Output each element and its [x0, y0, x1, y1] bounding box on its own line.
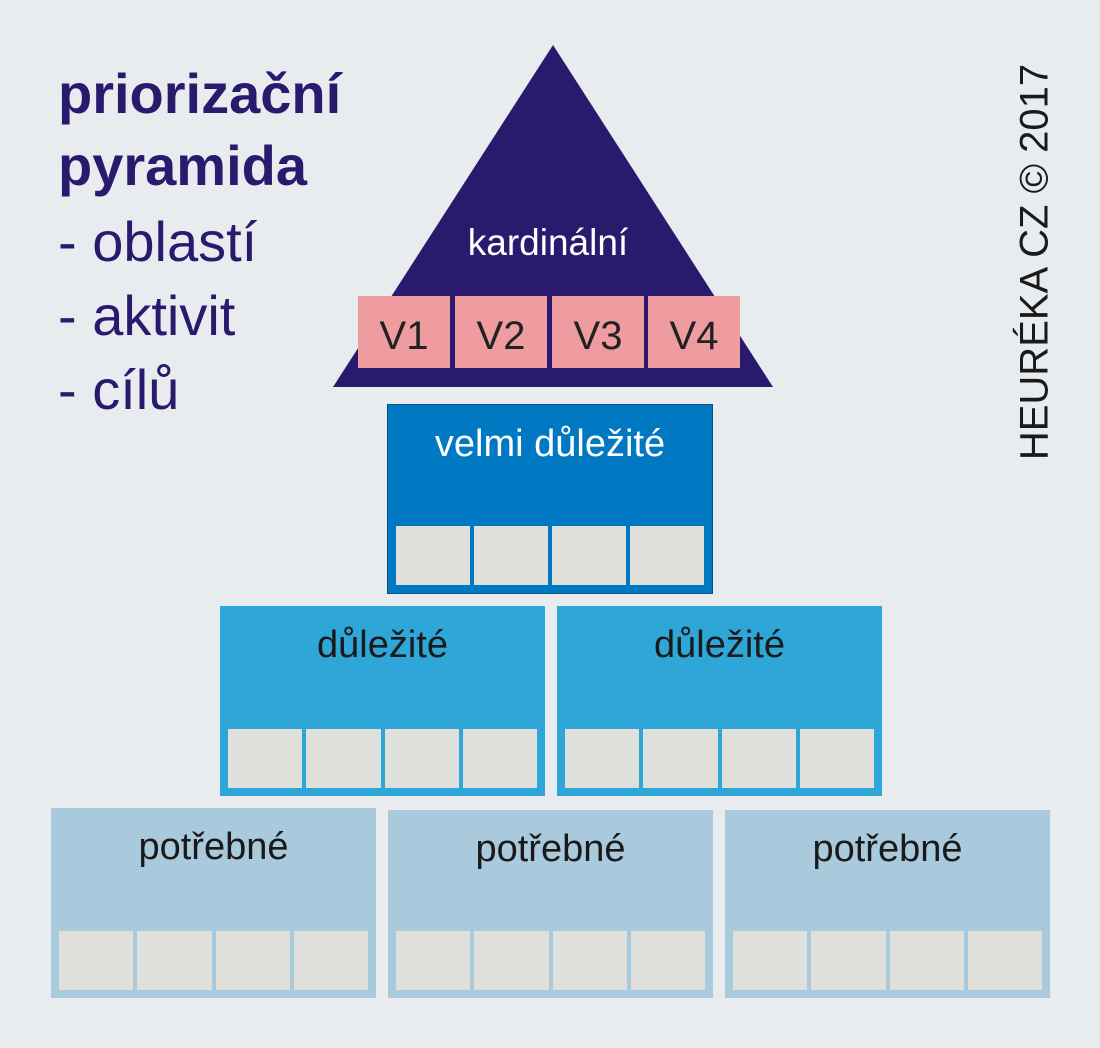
tier-needed-1: potřebné — [51, 808, 376, 998]
cell — [630, 526, 704, 585]
cell — [811, 931, 886, 990]
cell-row — [396, 526, 704, 585]
cell — [396, 526, 470, 585]
cell — [384, 729, 459, 788]
cell — [462, 729, 537, 788]
cell — [474, 526, 548, 585]
tier-important-2: důležité — [557, 606, 882, 796]
title-item-1: - oblastí — [58, 210, 258, 273]
cell-row — [59, 931, 368, 990]
cell — [721, 729, 796, 788]
value-box-v3: V3 — [552, 296, 644, 368]
title-item-3: - cílů — [58, 358, 180, 421]
tier-very-important: velmi důležité — [387, 404, 713, 594]
cell — [137, 931, 212, 990]
cell-row — [396, 931, 705, 990]
tier-label: velmi důležité — [434, 423, 666, 465]
tier-label: potřebné — [475, 828, 626, 870]
copyright-text: HEURÉKA CZ © 2017 — [1012, 63, 1057, 461]
cell — [306, 729, 381, 788]
cell — [59, 931, 134, 990]
tier-label: potřebné — [812, 828, 963, 870]
cell — [396, 931, 471, 990]
value-box-v1: V1 — [358, 296, 450, 368]
cell — [630, 931, 705, 990]
cell — [215, 931, 290, 990]
title-item-2: - aktivit — [58, 284, 236, 347]
cell — [733, 931, 808, 990]
title-bold-2: pyramida — [58, 134, 307, 197]
tier-label: důležité — [317, 624, 448, 666]
title-line-1: priorizační — [58, 58, 341, 130]
cell — [552, 931, 627, 990]
cell — [799, 729, 874, 788]
apex-label: kardinální — [467, 222, 629, 263]
tier-label: potřebné — [138, 826, 289, 868]
value-box-v4: V4 — [648, 296, 740, 368]
cell — [474, 931, 549, 990]
cell — [293, 931, 368, 990]
title-bold-1: priorizační — [58, 62, 342, 125]
title-line-2: pyramida — [58, 130, 307, 202]
apex-triangle — [333, 45, 773, 387]
tier-label: důležité — [654, 624, 785, 666]
tier-needed-2: potřebné — [388, 810, 713, 998]
tier-important-1: důležité — [220, 606, 545, 796]
tier-needed-3: potřebné — [725, 810, 1050, 998]
cell — [228, 729, 303, 788]
cell — [643, 729, 718, 788]
cell-row — [733, 931, 1042, 990]
cell-row — [228, 729, 537, 788]
cell — [552, 526, 626, 585]
cell — [967, 931, 1042, 990]
value-box-v2: V2 — [455, 296, 547, 368]
cell-row — [565, 729, 874, 788]
cell — [889, 931, 964, 990]
cell — [565, 729, 640, 788]
